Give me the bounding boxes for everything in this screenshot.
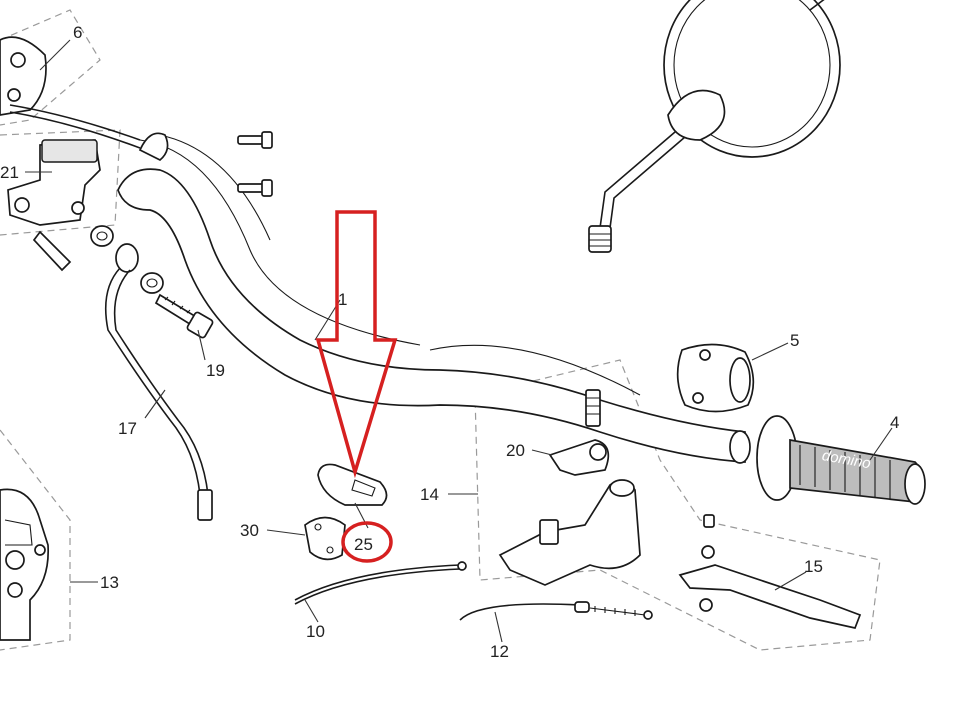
label-17: 17 <box>118 419 137 438</box>
screws-top <box>237 131 273 197</box>
label-19: 19 <box>206 361 225 380</box>
label-20: 20 <box>506 441 525 460</box>
handle-grip: domino <box>756 415 926 505</box>
red-down-arrow <box>315 210 398 479</box>
master-cylinder <box>7 139 101 272</box>
washers-and-bolt <box>90 225 214 339</box>
part-labels: 6 21 1 19 17 5 4 20 14 30 25 13 10 12 15 <box>0 23 899 661</box>
dashed-group-outlines <box>0 9 881 651</box>
label-21: 21 <box>0 163 19 182</box>
lever-assembly <box>498 389 862 629</box>
label-5: 5 <box>790 331 799 350</box>
brake-caliper <box>0 488 50 641</box>
label-30: 30 <box>240 521 259 540</box>
red-circle-highlight <box>341 521 393 563</box>
label-13: 13 <box>100 573 119 592</box>
label-15: 15 <box>804 557 823 576</box>
highlight-overlay <box>315 210 398 563</box>
part-30-clamp <box>304 516 346 561</box>
mirror <box>588 0 841 253</box>
brake-hose <box>104 243 213 521</box>
switch-housing-left <box>0 36 141 149</box>
handlebar <box>117 132 751 464</box>
label-6: 6 <box>73 23 82 42</box>
label-12: 12 <box>490 642 509 661</box>
label-25: 25 <box>354 535 373 554</box>
label-14: 14 <box>420 485 439 504</box>
switch-housing-right <box>676 343 755 413</box>
label-10: 10 <box>306 622 325 641</box>
cables <box>294 561 653 621</box>
part-25-cable-adjuster <box>317 463 388 506</box>
label-4: 4 <box>890 413 899 432</box>
label-1: 1 <box>338 290 347 309</box>
